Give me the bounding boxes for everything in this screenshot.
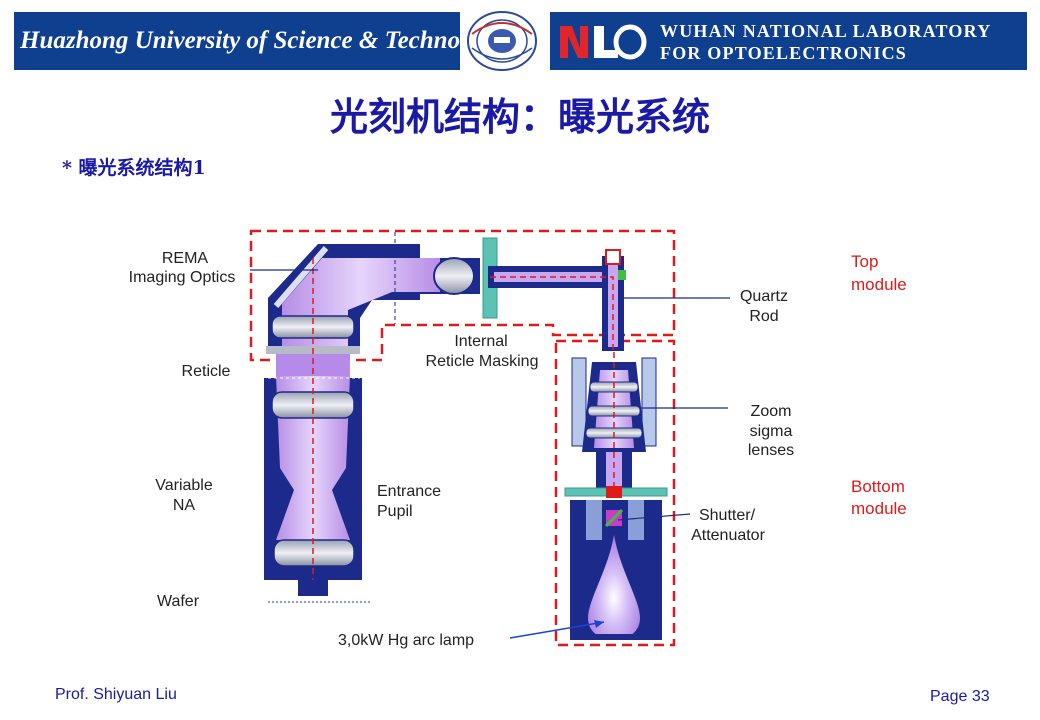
section-subtitle: * 曝光系统结构1 [62,157,206,179]
label-lamp: 3,0kW Hg arc lamp [338,632,475,649]
lab-name-line2: FOR OPTOELECTRONICS [660,43,908,63]
label-top-module: module [851,275,907,294]
label-zoom: Zoom [750,403,792,420]
label-bottom-module: module [851,499,907,518]
footer-page-number: Page 33 [930,688,990,705]
bottom-module-outline [554,339,676,647]
label-variable: Variable [155,477,213,494]
label-reticle-masking: Reticle Masking [425,353,539,370]
label-lenses: lenses [747,442,795,459]
lab-name-line1: WUHAN NATIONAL LABORATORY [660,21,992,41]
lamp-bulb [588,535,640,640]
label-bottom: Bottom [851,477,905,496]
university-name: Huazhong University of Science & Technol… [20,27,504,54]
label-imaging-optics: Imaging Optics [128,269,236,286]
label-top: Top [851,252,879,271]
label-quartz: Quartz [739,288,788,305]
footer-author: Prof. Shiyuan Liu [55,686,177,703]
university-seal-icon [467,11,537,71]
label-entrance: Entrance [377,483,442,500]
page-title: 光刻机结构：曝光系统 [329,95,710,139]
label-reticle: Reticle [181,363,231,380]
label-na: NA [172,497,196,514]
label-rod: Rod [749,308,779,325]
nl-logo-icon [558,18,648,64]
university-banner: Huazhong University of Science & Technol… [14,12,503,70]
label-sigma: sigma [749,423,793,440]
label-pupil: Pupil [377,503,413,520]
label-attenuator: Attenuator [691,527,765,544]
label-wafer: Wafer [156,593,200,610]
label-internal: Internal [454,333,508,350]
label-rema: REMA [161,250,209,267]
label-shutter: Shutter/ [698,507,756,524]
lab-banner: WUHAN NATIONAL LABORATORY FOR OPTOELECTR… [550,12,1027,70]
